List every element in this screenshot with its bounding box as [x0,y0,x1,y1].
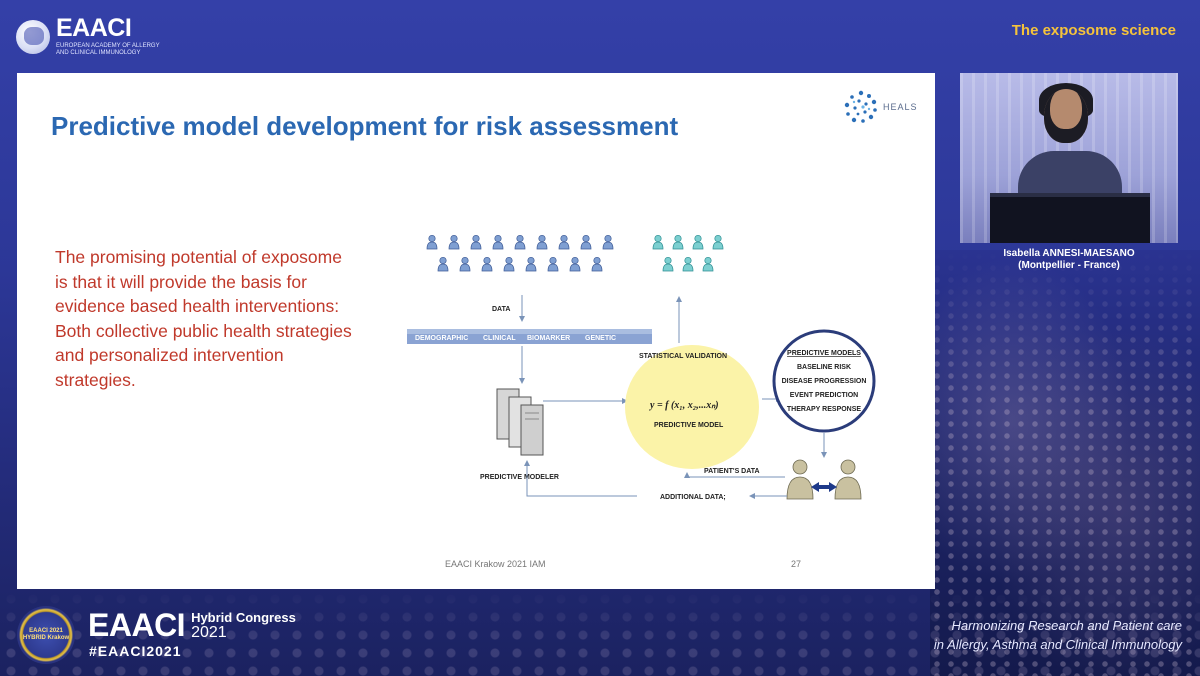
congress-year: 2021 [191,624,227,641]
slide-title: Predictive model development for risk as… [51,111,679,141]
bottom-audience-background [0,590,1200,676]
category-demographic: DEMOGRAPHIC [415,335,468,342]
predictive-model-label: PREDICTIVE MODEL [654,422,724,429]
slide-page-number: 27 [791,559,802,569]
congress-logo-text: EAACI [88,607,186,643]
predictive-models-circle: PREDICTIVE MODELS BASELINE RISK DISEASE … [772,329,876,433]
models-item-event-prediction: EVENT PREDICTION [790,392,858,399]
models-item-therapy-response: THERAPY RESPONSE [787,406,861,413]
heals-logo-icon [844,90,877,123]
category-genetic: GENETIC [585,335,616,342]
congress-logo: EAACI Hybrid Congress 2021 [88,609,296,641]
category-clinical: CLINICAL [483,335,516,342]
globe-icon [16,19,50,54]
congress-badge: EAACI 2021 HYBRID Krakow [17,606,75,664]
server-icon [496,388,544,456]
badge-text: EAACI 2021 HYBRID Krakow [22,628,70,641]
presentation-slide: Predictive model development for risk as… [17,73,935,589]
tagline-line-2: in Allergy, Asthma and Clinical Immunolo… [933,637,1182,652]
models-item-baseline-risk: BASELINE RISK [797,364,851,371]
heals-text: HEALS [883,102,918,112]
additional-data-label: ADDITIONAL DATA; [660,494,726,501]
speaker-caption: Isabella ANNESI-MAESANO (Montpellier - F… [960,248,1178,272]
speaker-name: Isabella ANNESI-MAESANO [1003,248,1135,259]
statistical-validation-label: STATISTICAL VALIDATION [639,353,727,360]
doctor-patient-icon [786,459,862,500]
slide-body-text: The promising potential of exposome is t… [55,247,352,390]
models-item-disease-progression: DISEASE PROGRESSION [782,378,867,385]
population-icons [426,234,614,272]
slide-footer: EAACI Krakow 2021 IAM [445,559,546,569]
audience-background [930,250,1200,676]
category-biomarker: BIOMARKER [527,335,570,342]
predictive-modeler-label: PREDICTIVE MODELER [480,474,559,481]
hybrid-congress-label: Hybrid Congress [191,610,296,625]
predictive-models-title: PREDICTIVE MODELS [787,350,861,357]
logo-subtitle: EUROPEAN ACADEMY OF ALLERGY AND CLINICAL… [56,43,160,56]
heals-logo: HEALS [843,89,918,125]
data-categories-bar: DEMOGRAPHIC CLINICAL BIOMARKER GENETIC [407,329,652,344]
congress-hashtag: #EAACI2021 [89,643,182,659]
eaaci-logo: EAACI EUROPEAN ACADEMY OF ALLERGY AND CL… [16,16,166,57]
predictive-model-diagram: DATA DEMOGRAPHIC CLINICAL BIOMARKER GENE… [407,234,876,501]
speaker-location: (Montpellier - France) [1018,260,1120,271]
predictive-model-ellipse [625,345,759,469]
validation-group-icons [652,234,724,272]
lectern [990,193,1150,243]
speaker-video [960,73,1178,243]
congress-tagline: Harmonizing Research and Patient care in… [934,616,1182,654]
model-formula: y = f (x₁, x₂,...xₙ) [649,400,719,411]
data-label: DATA [492,306,510,313]
session-topic: The exposome science [1011,22,1176,39]
patients-data-label: PATIENT'S DATA [704,468,760,475]
logo-text: EAACI [56,14,132,42]
tagline-line-1: Harmonizing Research and Patient care [951,618,1182,633]
speaker-figure [1044,89,1088,143]
